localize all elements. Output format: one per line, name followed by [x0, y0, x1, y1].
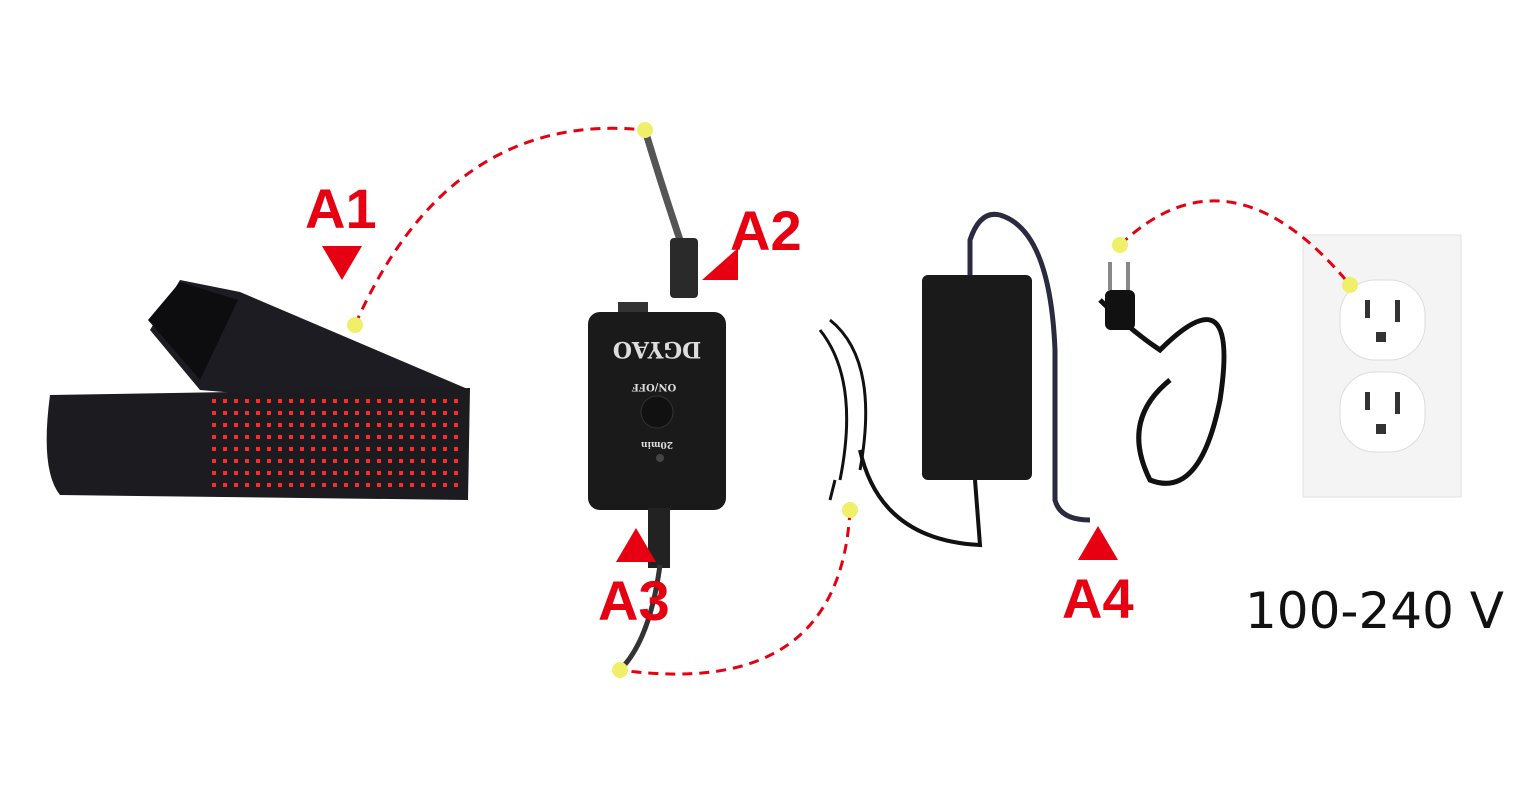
a3-arrow-icon [616, 528, 656, 562]
led-array [212, 398, 462, 493]
voltage-label: 100-240 V [1245, 582, 1505, 640]
arrow-markers [322, 246, 1118, 562]
switch-text: ON/OFF [632, 381, 676, 392]
led-belt [46, 280, 471, 500]
a1-arrow-icon [322, 246, 362, 280]
connection-dots [347, 122, 1358, 678]
timer-text: 20min [641, 439, 673, 449]
label-a3: A3 [598, 569, 670, 632]
controller: DGYAO ON/OFF 20min [588, 128, 726, 672]
connection-lines [353, 126, 1352, 676]
power-adapter [818, 211, 1227, 548]
label-a2: A2 [730, 199, 802, 262]
a2-arrow-icon [702, 248, 738, 280]
label-a1: A1 [305, 177, 377, 240]
wall-outlet [1302, 234, 1462, 498]
a4-arrow-icon [1078, 526, 1118, 560]
power-knob [640, 395, 674, 429]
label-a4: A4 [1062, 567, 1134, 630]
brand-text: DGYAO [613, 336, 701, 362]
